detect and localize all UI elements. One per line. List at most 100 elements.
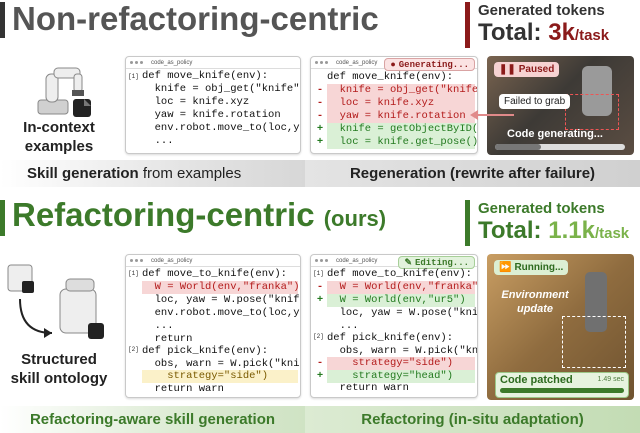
bottom-tokens-prefix: Total: (478, 217, 549, 244)
failure-arrow-icon (470, 110, 514, 120)
code-text: loc, yaw = W.pose("knife") (142, 294, 301, 306)
bottom-title-suffix: (ours) (323, 206, 387, 231)
code-text: env.robot.move_to(loc,yaw) (142, 122, 301, 134)
robot-arm-shape (585, 272, 607, 332)
top-code-panel-2: code_as_policy ●Generating... def move_k… (310, 56, 478, 154)
paused-label: Paused (518, 64, 555, 75)
bottom-code-panel-2: code_as_policy ✎Editing... [1] [2] def m… (310, 254, 478, 398)
skill-gen-suffix: from examples (138, 165, 242, 182)
code-text: strategy="side") (142, 370, 269, 382)
code-text: loc = knife.get_pose() (327, 136, 478, 148)
panel-header: code_as_policy (311, 255, 477, 267)
code-line: return warn (142, 383, 298, 396)
line-marker: [1] (313, 270, 324, 277)
patched-progress-track (500, 388, 624, 393)
editing-badge: ✎Editing... (398, 256, 475, 269)
code-text: knife = obj_get("knife") (142, 83, 301, 95)
pause-icon: ❚❚ (499, 64, 516, 75)
code-text: obs, warn = W.pick("knife", (154, 357, 300, 370)
progress-fill (495, 144, 541, 150)
code-line: ... (142, 320, 298, 333)
code-text: W = World(env,"ur5") (327, 294, 466, 306)
code-text: knife = obj_get("knife") (327, 84, 478, 96)
patched-box: Code patched 1.49 sec (495, 372, 629, 398)
code-text: ... (142, 135, 174, 147)
code-text: loc = knife.xyz (327, 97, 435, 109)
code-line: return (142, 333, 298, 346)
failed-badge: Failed to grab (499, 94, 571, 109)
code-line: loc = knife.get_pose() (327, 136, 478, 149)
generating-badge: ●Generating... (384, 58, 475, 71)
code-text: def move_knife(env): (327, 71, 454, 83)
code-line: def move_to_knife(env): (327, 268, 475, 281)
code-line: loc, yaw = W.pose("knife") (142, 294, 301, 307)
failed-label: Failed to grab (504, 96, 566, 107)
code-text: def pick_knife(env): (327, 332, 454, 344)
code-text: def move_to_knife(env): (142, 268, 287, 280)
line-marker: [1] (128, 73, 139, 80)
env-update-line2: update (516, 303, 554, 315)
robot-arm-shape (582, 66, 612, 116)
top-title: Non-refactoring-centric (12, 0, 379, 37)
env-update-label: Environment update (491, 288, 579, 316)
top-tokens-unit: /task (574, 27, 610, 44)
code-line: yaw = knife.rotation (327, 110, 475, 123)
generating-label: Generating... (398, 59, 469, 70)
code-line: knife = obj_get("knife") (327, 84, 478, 97)
editing-label: Editing... (414, 257, 469, 268)
code-line: ... (142, 135, 298, 148)
code-text: W = World(env,"franka") (327, 281, 478, 293)
code-line: def pick_knife(env): (327, 332, 475, 345)
code-text: strategy="head") (327, 369, 454, 382)
top-accent-bar (0, 2, 5, 38)
patched-time: 1.49 sec (597, 376, 624, 383)
chat-icon: ● (390, 59, 396, 70)
code-text: ... (327, 320, 359, 332)
bottom-accent-bar (0, 200, 5, 236)
code-text: def pick_knife(env): (142, 345, 269, 357)
code-text: strategy="side") (327, 357, 454, 369)
code-line: def move_to_knife(env): (142, 268, 298, 281)
code-text: knife = getObjectByID(... (339, 123, 478, 135)
top-robot-scene: ❚❚Paused Failed to grab Code generating.… (487, 56, 634, 155)
in-context-line2: examples (24, 138, 94, 155)
edit-icon: ✎ (404, 257, 412, 268)
code-text: loc = knife.xyz (142, 96, 250, 108)
code-text: return warn (142, 382, 224, 395)
code-line: loc = knife.xyz (327, 97, 475, 110)
in-context-line1: In-context (23, 119, 95, 136)
code-line: def move_knife(env): (142, 70, 298, 83)
code-line: yaw = knife.rotation (142, 109, 298, 122)
code-text: env.robot.move_to(loc,yaw) (142, 307, 301, 319)
line-marker: [2] (128, 346, 139, 353)
code-line: W = World(env,"ur5") (327, 294, 475, 307)
bottom-title-main: Refactoring-centric (12, 196, 315, 233)
code-line: knife = getObjectByID(... (327, 123, 478, 136)
top-tokens-label: Generated tokens (478, 2, 605, 19)
bottom-code-panel-1: code_as_policy [1] [2] def move_to_knife… (125, 254, 301, 398)
removed-line-marker: - (316, 84, 324, 96)
panel-filename: code_as_policy (336, 257, 378, 264)
code-line: obs, warn = W.pick("knife", (327, 345, 477, 358)
target-box (562, 316, 626, 368)
top-tokens-value: 3k (548, 19, 575, 46)
removed-line-marker: - (316, 281, 324, 293)
target-box (565, 94, 619, 130)
bottom-tokens-unit: /task (594, 225, 630, 242)
panel-filename: code_as_policy (151, 257, 193, 264)
refactoring-label: Refactoring (in-situ adaptation) (361, 411, 584, 428)
code-line: ... (327, 320, 475, 333)
code-line: def pick_knife(env): (142, 345, 298, 358)
bottom-tokens-total: Total: 1.1k/task (478, 217, 640, 245)
code-line: env.robot.move_to(loc,yaw) (142, 307, 301, 320)
ontology-label: Structured skill ontology (0, 350, 118, 388)
code-line: strategy="side") (327, 357, 475, 370)
code-text: W = World(env,"franka") (142, 281, 300, 293)
top-code-panel-1: code_as_policy [1] def move_knife(env): … (125, 56, 301, 154)
code-text: return warn (327, 382, 409, 394)
paused-badge: ❚❚Paused (494, 62, 560, 77)
bottom-tokens-value: 1.1k (548, 217, 595, 244)
code-line: loc = knife.xyz (142, 96, 298, 109)
code-line: strategy="head") (327, 369, 475, 383)
code-text: ... (142, 320, 174, 332)
